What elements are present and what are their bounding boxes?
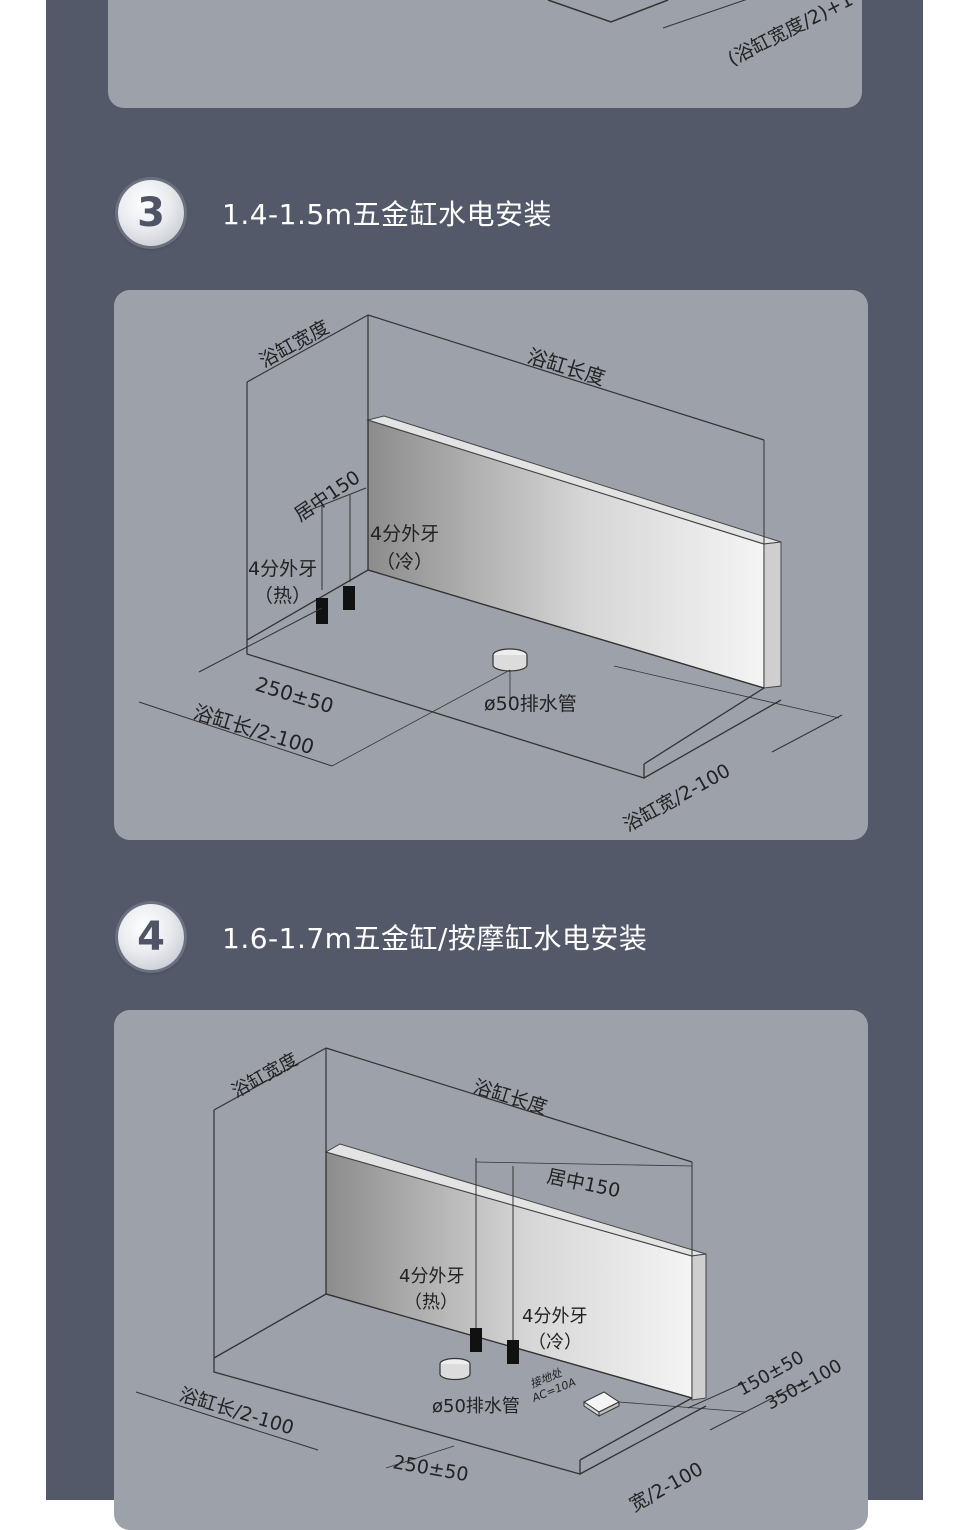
section3-length-dimension [367,314,765,441]
section3-width-label: 浴缸宽度 [256,316,333,372]
section3-drain-label: ø50排水管 [484,693,577,715]
section3-half-length-label: 浴缸长/2-100 [191,700,317,759]
section4-half-length-dimension [135,1391,319,1451]
section4-cold-pipe [507,1340,519,1364]
section3-half-width-leader [613,665,840,719]
section4-wall-side [691,1253,707,1401]
section4-dim-a-leader [618,1401,747,1413]
section3-center-dimension [309,487,367,511]
section3-diagram: 浴缸宽度 浴缸长度 居中150 4分外牙 （冷） 4分外牙 （热） ø50排水管 [138,314,843,837]
section3-number-badge: 3 [118,180,184,246]
section4-width-dimension [213,1047,327,1111]
section4-offset-label: 250±50 [391,1451,470,1486]
section4-drain-label: ø50排水管 [432,1396,520,1417]
section4-length-label: 浴缸长度 [471,1076,550,1119]
section4-number-badge: 4 [118,904,184,970]
section4-header: 4 1.6-1.7m五金缸/按摩缸水电安装 [118,904,647,970]
section4-hot-note: （热） [404,1292,458,1313]
section3-cold-thread-label: 4分外牙 [370,523,439,545]
section3-center-label: 居中150 [290,466,364,526]
section3-width-dimension [246,314,369,383]
section3-floor-right-edge [643,699,782,779]
section3-cold-pipe [343,586,355,610]
section3-offset-label: 250±50 [253,672,337,718]
section4-length-dimension [325,1047,693,1163]
section4-floor-front [213,1358,581,1475]
section4-center-dimension [475,1161,693,1167]
section2-dimension-line [662,0,747,29]
section2-partial-label: (浴缸宽度/2)+1 [724,0,856,70]
section3-half-length-dimension [138,701,333,767]
page-background: (浴缸宽度/2)+1 3 1.4-1.5m五金缸水电安装 [46,0,923,1530]
section4-dim-a-line [687,1381,747,1409]
section3-half-length-leader [331,669,511,767]
section4-dim-b-line [709,1381,805,1431]
section4-socket-front [598,1401,620,1417]
section4-offset-dimension [385,1445,455,1469]
section4-drain-body [439,1364,471,1381]
section3-title: 1.4-1.5m五金缸水电安装 [222,198,552,231]
section4-diagram-panel: 浴缸宽度 浴缸长度 居中150 4分外牙 （热） 4分外牙 （冷） ø50排水管 [114,1010,868,1530]
section3-length-label: 浴缸长度 [525,344,609,390]
section4-cold-note: （冷） [528,1332,582,1353]
section3-half-width-dimension [771,714,843,753]
section4-half-width-label: 宽/2-100 [626,1458,707,1516]
section4-cold-thread-label: 4分外牙 [522,1306,587,1327]
section4-hot-thread-label: 4分外牙 [399,1266,464,1287]
section2-diagram-panel: (浴缸宽度/2)+1 [108,0,862,108]
section4-width-label: 浴缸宽度 [228,1048,302,1102]
section4-floor-right-edge [579,1405,707,1475]
section4-title: 1.6-1.7m五金缸/按摩缸水电安装 [222,922,648,955]
section3-wall-side [763,541,782,689]
section4-diagram: 浴缸宽度 浴缸长度 居中150 4分外牙 （热） 4分外牙 （冷） ø50排水管 [135,1047,846,1516]
section2-wall-edge [547,0,669,23]
section3-offset-dimension [198,607,323,673]
section3-diagram-panel: 浴缸宽度 浴缸长度 居中150 4分外牙 （冷） 4分外牙 （热） ø50排水管 [114,290,868,840]
section4-center-label: 居中150 [545,1165,622,1202]
section4-hot-pipe [470,1328,482,1352]
section3-hot-thread-label: 4分外牙 [248,558,317,580]
section3-hot-note: （热） [254,585,311,607]
section2-diagram: (浴缸宽度/2)+1 [547,0,857,70]
section3-hot-pipe [316,598,328,624]
section4-half-length-label: 浴缸长/2-100 [177,1384,297,1440]
section3-half-width-label: 浴缸宽/2-100 [620,760,734,837]
section3-floor-right [643,687,765,765]
section4-floor-right [579,1397,693,1461]
section3-drain-body [492,655,528,672]
section3-header: 3 1.4-1.5m五金缸水电安装 [118,180,552,246]
section3-cold-note: （冷） [376,551,433,573]
